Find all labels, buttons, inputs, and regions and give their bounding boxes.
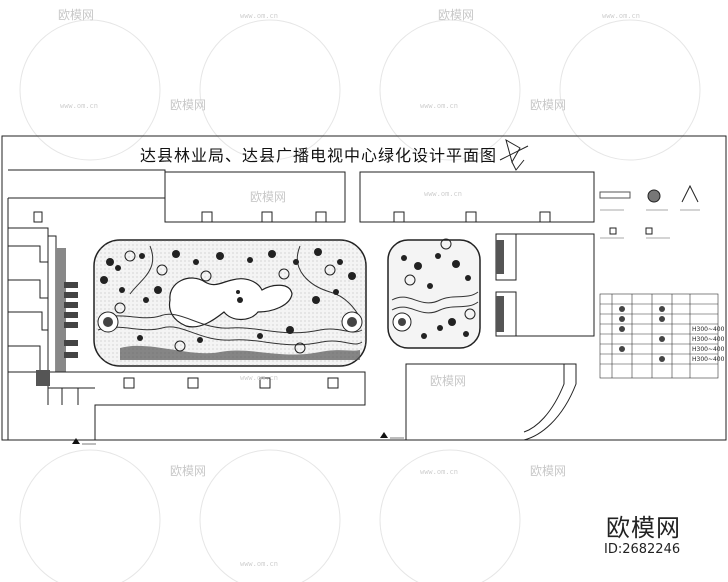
building-east: [495, 233, 595, 337]
watermark-url: www.om.cn: [240, 12, 278, 20]
central-garden: [93, 239, 367, 367]
watermark-logo: 欧模网: [438, 8, 475, 22]
building-right-top: [359, 171, 595, 223]
brand-name: 欧模网: [606, 514, 681, 542]
drawing-frame: [1, 135, 727, 441]
east-garden: [387, 238, 481, 349]
watermark-url: www.om.cn: [424, 190, 462, 198]
watermark-logo: 欧模网: [530, 464, 567, 478]
watermark-logo: 欧模网: [530, 98, 567, 112]
watermark-url: www.om.cn: [240, 374, 278, 382]
north-arrow-icon: [499, 138, 529, 171]
legend-symbols: [599, 184, 700, 239]
building-bottom-left: [8, 371, 366, 440]
watermark-logo: 欧模网: [430, 374, 467, 388]
watermark-logo: 欧模网: [58, 8, 95, 22]
building-top-middle: [164, 171, 346, 223]
building-west-wing: [7, 198, 57, 440]
watermark-rings: [19, 19, 701, 582]
watermark-url: www.om.cn: [420, 468, 458, 476]
watermark-logo: 欧模网: [170, 98, 207, 112]
legend-row-label: H300~400: [692, 326, 725, 333]
pond: [168, 277, 293, 328]
plant-legend-table: [599, 293, 719, 379]
watermark-url: www.om.cn: [60, 102, 98, 110]
legend-row-label: H300~400: [692, 346, 725, 353]
drawing-title: 达县林业局、达县广播电视中心绿化设计平面图: [140, 146, 498, 165]
hatch-corner: [36, 370, 50, 386]
watermark-url: www.om.cn: [420, 102, 458, 110]
legend-row-label: H300~400: [692, 336, 725, 343]
planting-strip-west: [56, 248, 78, 372]
watermark-url: www.om.cn: [240, 560, 278, 568]
watermark-logo: 欧模网: [250, 190, 287, 204]
planting-strip-east: [496, 240, 504, 332]
brand-id: ID:2682246: [604, 542, 681, 557]
legend-table-symbols: [619, 306, 665, 362]
entrance-marker-left: [72, 438, 96, 445]
watermark-url: www.om.cn: [602, 12, 640, 20]
entrance-marker-right: [380, 432, 404, 439]
building-south-east: [405, 363, 577, 441]
building-left-top: [8, 169, 166, 199]
legend-row-label: H300~400: [692, 356, 725, 363]
watermark-logo: 欧模网: [170, 464, 207, 478]
